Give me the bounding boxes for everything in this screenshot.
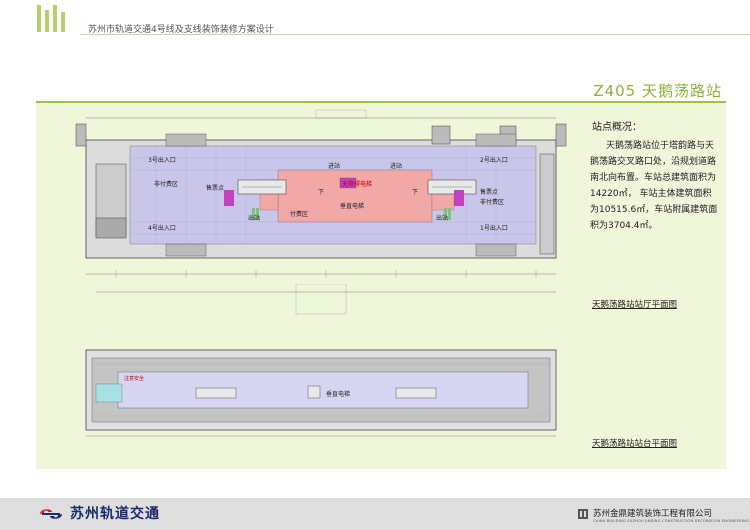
label-exit-4: 4号出入口 [148, 224, 176, 232]
footer-brand: 苏州轨道交通 [70, 506, 160, 522]
label-down-right: 下 [412, 189, 418, 196]
platform-plan-caption: 天鹅荡路站站台平面图 [592, 439, 678, 449]
station-title: Z405 天鹅荡路站 [593, 82, 722, 100]
label-elevator: 垂直电梯 [340, 202, 364, 210]
label-platform-elevator: 垂直电梯 [326, 390, 350, 398]
label-accessible-elevator: 无障碍电梯 [342, 180, 372, 188]
label-exit-gate-right: 出站 [436, 214, 448, 222]
suzhou-metro-logo-icon [40, 509, 62, 519]
label-ticket-left: 售票点 [206, 184, 224, 192]
hall-plan-caption: 天鹅荡路站站厅平面图 [592, 300, 678, 310]
label-down-left: 下 [318, 189, 324, 196]
label-platform-warning: 注意安全 [124, 375, 144, 382]
overview-body: 天鹅荡路站位于塔韵路与天鹅荡路交叉路口处，沿规划道路南北向布置。车站总建筑面积为… [590, 141, 718, 231]
label-unpaid-left: 非付费区 [154, 180, 178, 188]
label-enter-right: 进站 [390, 162, 402, 170]
label-exit-gate-left: 出站 [248, 214, 260, 222]
header-rule [80, 34, 750, 35]
footer [0, 498, 750, 530]
station-hall-plan: 3号出入口 2号出入口 4号出入口 1号出入口 非付费区 非付费区 付费区 售票… [75, 109, 567, 278]
label-unpaid-right: 非付费区 [480, 198, 504, 206]
panel-top-rule [36, 101, 726, 103]
document-title: 苏州市轨道交通4号线及支线装饰装修方案设计 [88, 25, 274, 35]
label-exit-2: 2号出入口 [480, 156, 508, 164]
label-paid: 付费区 [290, 210, 308, 218]
company-logo-icon [578, 509, 588, 519]
overview-heading: 站点概况： [592, 122, 642, 133]
footer-company-en: CHINA BUILDING SUZHOU JINDING CONSTRUCTI… [593, 519, 749, 523]
station-platform-plan: 垂直电梯 注意安全 [85, 284, 557, 437]
footer-company: 苏州金鼎建筑装饰工程有限公司 [593, 509, 713, 519]
label-ticket-right: 售票点 [480, 188, 498, 196]
label-enter-left: 进站 [328, 162, 340, 170]
label-exit-1: 1号出入口 [480, 224, 508, 232]
header-decoration [37, 5, 65, 32]
label-exit-3: 3号出入口 [148, 156, 176, 164]
